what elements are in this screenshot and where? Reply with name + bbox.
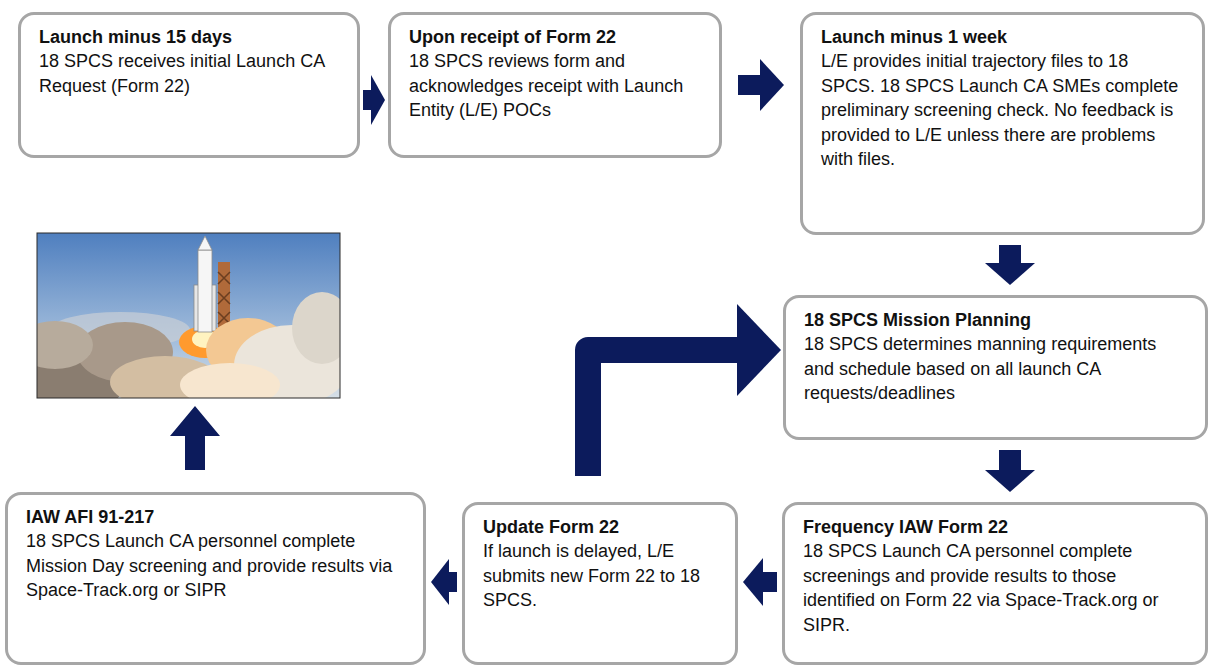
smoke xyxy=(292,292,340,364)
flow-arrow xyxy=(743,558,777,606)
box-heading: Launch minus 15 days xyxy=(39,25,341,49)
arrow-head xyxy=(743,558,763,606)
flow-arrow xyxy=(588,304,781,476)
process-box: Launch minus 1 weekL/E provides initial … xyxy=(800,12,1205,235)
box-body: If launch is delayed, L/E submits new Fo… xyxy=(483,539,719,612)
process-box: IAW AFI 91-21718 SPCS Launch CA personne… xyxy=(5,492,426,665)
photo-frame xyxy=(37,233,340,398)
flow-arrow xyxy=(363,75,385,125)
tower-lattice xyxy=(218,272,230,324)
arrow-shaft xyxy=(588,350,738,476)
arrow-head xyxy=(760,59,784,111)
box-body: 18 SPCS reviews form and acknowledges re… xyxy=(409,49,703,122)
box-body: 18 SPCS Launch CA personnel complete scr… xyxy=(803,539,1189,637)
flow-arrow xyxy=(738,59,784,111)
arrow-shaft xyxy=(363,90,372,110)
box-body: 18 SPCS determines manning requirements … xyxy=(804,332,1189,405)
box-heading: Launch minus 1 week xyxy=(821,25,1186,49)
process-box: Upon receipt of Form 2218 SPCS reviews f… xyxy=(388,12,722,158)
arrow-shaft xyxy=(738,75,761,95)
box-body: L/E provides initial trajectory files to… xyxy=(821,49,1186,171)
flow-arrow xyxy=(985,245,1035,285)
arrow-head xyxy=(985,470,1035,492)
box-heading: 18 SPCS Mission Planning xyxy=(804,308,1189,332)
process-box: Update Form 22If launch is delayed, L/E … xyxy=(462,502,738,665)
arrow-head xyxy=(985,263,1035,285)
rocket-nose xyxy=(198,236,212,250)
box-body: 18 SPCS receives initial Launch CA Reque… xyxy=(39,49,341,98)
process-box: Launch minus 15 days18 SPCS receives ini… xyxy=(18,12,360,158)
box-heading: IAW AFI 91-217 xyxy=(26,505,407,529)
flow-arrow xyxy=(431,559,457,605)
smoke xyxy=(37,321,93,369)
process-box: Frequency IAW Form 2218 SPCS Launch CA p… xyxy=(782,502,1208,665)
smoke xyxy=(180,363,280,398)
photo-scene xyxy=(37,233,340,398)
arrow-shaft xyxy=(999,245,1021,264)
box-heading: Frequency IAW Form 22 xyxy=(803,515,1189,539)
arrow-shaft xyxy=(762,572,777,592)
process-box: 18 SPCS Mission Planning18 SPCS determin… xyxy=(783,295,1208,440)
rocket-body xyxy=(198,250,212,332)
arrow-shaft xyxy=(448,572,457,592)
arrow-shaft xyxy=(999,450,1021,471)
box-heading: Upon receipt of Form 22 xyxy=(409,25,703,49)
arrow-head xyxy=(737,304,781,396)
box-body: 18 SPCS Launch CA personnel complete Mis… xyxy=(26,529,407,602)
block-arrow xyxy=(170,406,220,470)
box-heading: Update Form 22 xyxy=(483,515,719,539)
arrow-head xyxy=(431,559,449,605)
arrow-head xyxy=(371,75,385,125)
flow-arrow xyxy=(985,450,1035,492)
